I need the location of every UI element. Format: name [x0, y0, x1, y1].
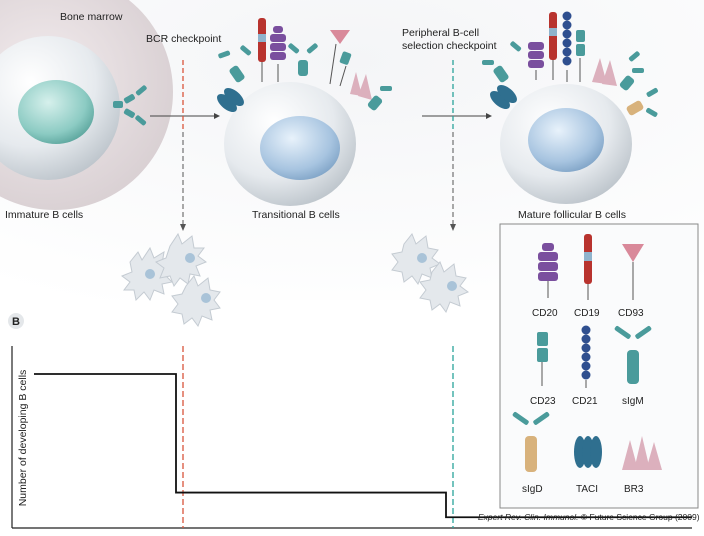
legend-cd19-label: CD19: [574, 308, 600, 319]
legend-sigm-label: sIgM: [622, 396, 644, 407]
apoptotic-cells-peripheral: [391, 233, 470, 314]
credit-rest: © Future Science Group (2009): [578, 512, 699, 522]
credit-line: Expert Rev. Clin. Immunol. © Future Scie…: [478, 512, 700, 522]
credit-journal: Expert Rev. Clin. Immunol.: [478, 512, 578, 522]
legend-taci-label: TACI: [576, 484, 598, 495]
legend-br3-label: BR3: [624, 484, 644, 495]
legend-cd20-label: CD20: [532, 308, 558, 319]
panel-b-letter: B: [12, 316, 20, 328]
legend-br3-icon: [622, 436, 662, 470]
y-axis-label: Number of developing B cells: [17, 370, 29, 507]
arrowhead-2: [486, 113, 492, 119]
bcr-checkpoint-label: BCR checkpoint: [146, 33, 221, 45]
legend-cd93-label: CD93: [618, 308, 644, 319]
peripheral-deletion-arrowhead: [450, 224, 456, 231]
immature-b-cell-nucleus: [18, 80, 94, 144]
mature-surface-receptors: [482, 11, 658, 117]
transitional-b-cells-label: Transitional B cells: [252, 209, 340, 221]
mature-b-cell-nucleus: [528, 108, 604, 172]
legend-cd23-icon: [537, 332, 548, 386]
legend-cd21-icon: [581, 325, 591, 388]
legend-cd19-icon: [584, 234, 592, 300]
legend-taci-icon: [574, 436, 602, 468]
transitional-surface-receptors: [217, 18, 392, 112]
legend-cd21-label: CD21: [572, 396, 598, 407]
developing-b-cells-step-line: [34, 373, 692, 519]
bcr-deletion-arrowhead: [180, 224, 186, 231]
legend-sigd-icon: [512, 411, 550, 472]
mature-b-cells-label: Mature follicular B cells: [518, 209, 626, 221]
arrowhead-1: [214, 113, 220, 119]
transitional-b-cell-nucleus: [260, 116, 340, 180]
immature-b-cells-label: Immature B cells: [5, 209, 83, 221]
legend-box: CD20 CD19 CD93 CD23: [499, 223, 699, 509]
panel-b-badge: [8, 313, 24, 329]
legend-sigd-label: sIgD: [522, 484, 543, 495]
immature-sigm-receptor: [113, 85, 147, 126]
bone-marrow-label: Bone marrow: [60, 11, 123, 23]
legend-cd23-label: CD23: [530, 396, 556, 407]
legend-cd20-icon: [538, 243, 558, 298]
peripheral-checkpoint-label-2: selection checkpoint: [402, 40, 497, 52]
legend-sigm-icon: [614, 325, 652, 384]
legend-cd93-icon: [622, 244, 644, 300]
apoptotic-cells-bcr: [120, 232, 221, 328]
peripheral-checkpoint-label-1: Peripheral B-cell: [402, 27, 479, 39]
